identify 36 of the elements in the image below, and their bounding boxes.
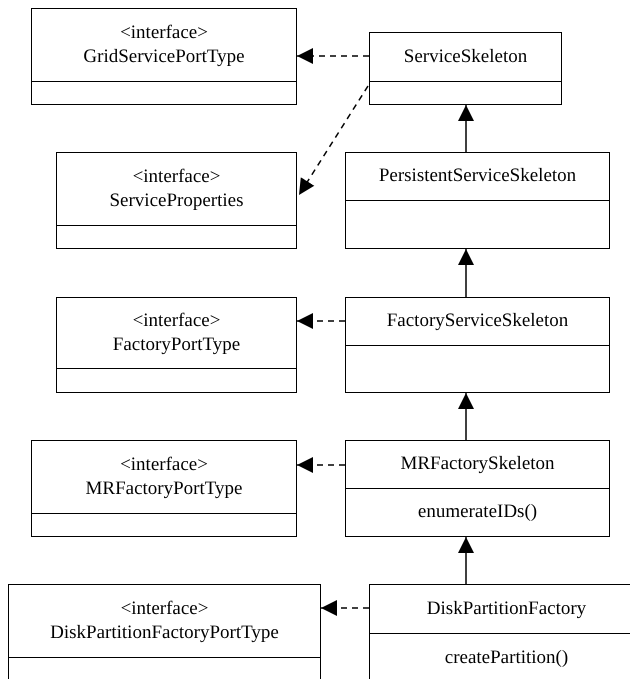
interface-class-box [8, 584, 321, 679]
class-name: DiskPartitionFactory [426, 596, 586, 621]
stereotype-label: <interface> [132, 308, 220, 333]
dashed-arrow [297, 48, 369, 64]
method-name: enumerateIDs() [418, 500, 538, 524]
interface-class-box [56, 152, 297, 249]
stereotype-label: <interface> [120, 452, 208, 477]
class-box [369, 32, 562, 105]
method-name: createPartition() [444, 646, 568, 670]
class-name: FactoryPortType [112, 332, 240, 357]
class-box [345, 440, 610, 537]
class-name: FactoryServiceSkeleton [386, 309, 568, 334]
dashed-arrow [321, 600, 369, 616]
class-name: MRFactorySkeleton [400, 452, 555, 476]
interface-class-box [31, 8, 297, 105]
class-name: MRFactoryPortType [86, 476, 242, 501]
stereotype-label: <interface> [120, 596, 208, 621]
class-box [369, 584, 630, 679]
dashed-arrow [297, 457, 345, 473]
dashed-arrow [298, 86, 369, 196]
interface-class-box [56, 297, 297, 393]
arrow [458, 537, 474, 584]
dashed-arrow [297, 313, 345, 329]
class-name: GridServicePortType [83, 44, 245, 69]
class-name: DiskPartitionFactoryPortType [50, 620, 279, 645]
class-name: PersistentServiceSkeleton [378, 164, 576, 188]
class-name: ServiceSkeleton [404, 44, 528, 69]
class-box [345, 297, 610, 393]
arrow [458, 105, 474, 152]
arrow [458, 393, 474, 440]
stereotype-label: <interface> [120, 20, 208, 45]
arrow [458, 249, 474, 297]
class-name: ServiceProperties [109, 188, 244, 213]
interface-class-box [31, 440, 297, 537]
stereotype-label: <interface> [132, 164, 220, 189]
class-box [345, 152, 610, 249]
